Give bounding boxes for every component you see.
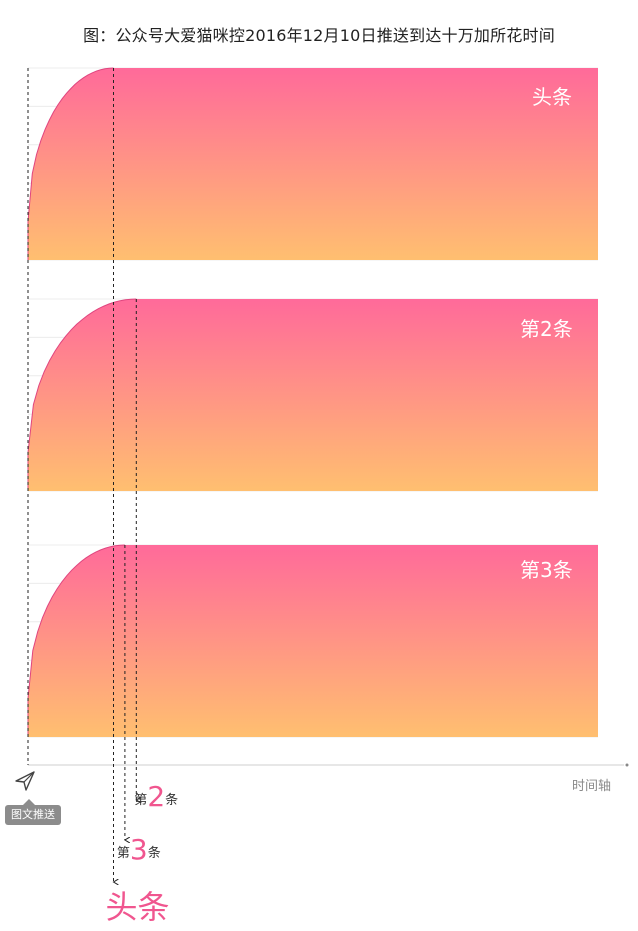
annotation-3-prefix: 第 [117, 846, 130, 861]
annotation-3-suffix: 条 [148, 845, 161, 861]
x-axis-label: 时间轴 [572, 779, 611, 794]
area-panels [27, 67, 598, 737]
push-badge: 图文推送 [5, 799, 61, 825]
annotation-2-prefix: 第 [134, 793, 147, 808]
area-edge-1 [27, 67, 114, 260]
area-series-2 [28, 299, 598, 491]
paper-plane-icon [15, 771, 35, 791]
area-edge-3 [27, 544, 125, 737]
guide-lines [27, 68, 136, 882]
annotation-3: 第3条 [117, 833, 161, 866]
annotation-2-suffix: 条 [165, 792, 178, 808]
annotation-2-number: 2 [147, 780, 165, 813]
axis-end-dot [625, 763, 629, 767]
area-series-1 [28, 68, 598, 260]
chart-title: 图：公众号大爱猫咪控2016年12月10日推送到达十万加所花时间 [83, 26, 555, 45]
annotation-3-number: 3 [130, 833, 148, 866]
series-label: 第2条 [520, 317, 573, 341]
series-label: 第3条 [520, 558, 573, 582]
area-series-3 [28, 545, 598, 737]
time-axis: 时间轴 [28, 763, 629, 794]
area-edge-2 [27, 298, 137, 491]
annotation-1: 头条 [106, 888, 170, 926]
series-label: 头条 [532, 85, 572, 109]
annotation-2: 第2条 [134, 780, 178, 813]
